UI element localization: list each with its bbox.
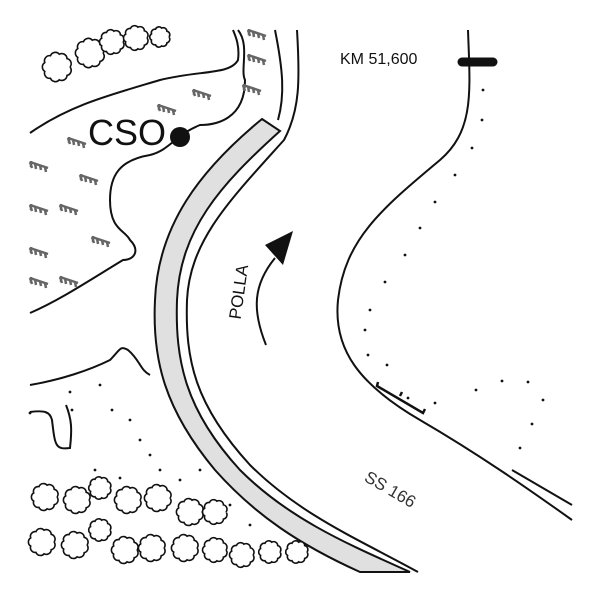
dot [158,468,162,472]
site-label: CSO [88,112,167,153]
grass-icon [90,235,111,248]
tree-icon [137,533,166,563]
dot [70,408,74,412]
dot [474,388,478,392]
dot [481,88,485,92]
grass-icon [28,276,49,289]
tree-icon [284,540,309,564]
contour-1 [29,29,240,134]
dot [406,396,410,400]
tree-icon [87,476,112,500]
dot [363,328,367,332]
dot [530,422,534,426]
riverbank-left-inner [274,29,284,121]
dot [385,363,389,367]
tree-icon [149,26,171,48]
embankment-band [153,117,411,573]
tree-icon [175,497,204,527]
dot [248,523,252,527]
dot [526,380,530,384]
dot [118,476,122,480]
tree-icon [122,24,149,52]
dot [110,408,114,412]
dot [453,173,457,177]
dot [433,200,437,204]
contour-2 [29,29,247,314]
tree-icon [74,37,105,69]
dot [98,383,102,387]
dot [198,468,202,472]
flow-arrow-icon [255,257,276,346]
tree-icon [257,540,282,564]
grass-icon [246,28,267,41]
road-edge [511,469,573,506]
dot [383,280,387,284]
tree-icon [41,51,72,83]
tree-icon [201,498,228,526]
tree-icon [30,482,59,512]
tree-icon [62,485,91,515]
tree-icon [27,527,56,557]
grass-icon [28,203,49,216]
dot [368,308,372,312]
dot [128,418,132,422]
dot [433,401,437,405]
grass-icon [58,203,79,216]
dot [68,390,72,394]
dot [418,226,422,230]
dot [148,453,152,457]
grass-icon [78,173,99,186]
dot [28,411,32,415]
grass-icon [28,246,49,259]
trees [27,24,309,569]
tree-icon [143,483,172,513]
km-label: KM 51,600 [340,51,418,68]
tree-icon [113,485,142,515]
flow-arrow-head [265,231,293,265]
grass-icon [156,103,177,116]
dots [28,88,545,527]
tree-icon [60,530,89,560]
grass-icon [191,88,212,101]
site-marker-icon [170,127,190,147]
tree-icon [170,533,199,563]
tree-icon [228,541,255,569]
tree-icon [201,536,228,564]
riverbank-left-outer [185,29,419,573]
contour-3 [29,347,151,386]
dot [93,468,97,472]
dot [500,379,504,383]
dot [366,353,370,357]
dot [228,503,232,507]
grass-icon [246,53,267,66]
dot [541,398,545,402]
dot [403,253,407,257]
grass-icon [241,83,262,96]
tree-icon [110,535,139,565]
contour-4 [29,404,73,450]
grass-icon [58,275,79,288]
dot [470,146,474,150]
tree-icon [87,518,112,542]
structure [375,381,427,415]
tree-icon [98,28,125,56]
grass-icon [66,136,87,149]
dot [138,438,142,442]
dot [480,118,484,122]
dot [178,478,182,482]
dot [518,446,522,450]
grass-icon [28,160,49,173]
riverbank-right [336,29,573,521]
grass [28,28,267,289]
